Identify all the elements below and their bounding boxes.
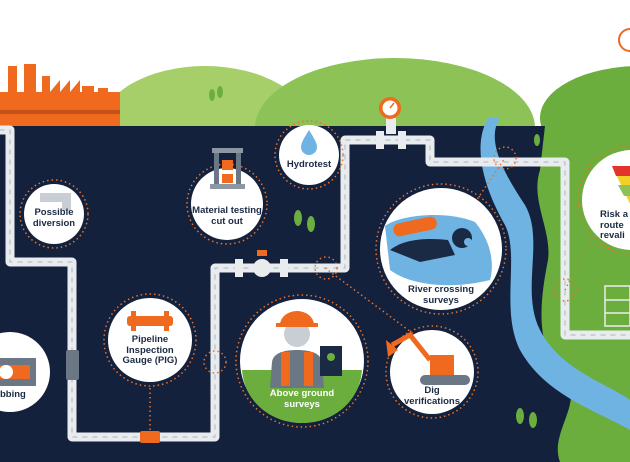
pipe-sample-icon [0,358,36,386]
pig-icon [127,311,173,331]
label-dig-verifications: Dig verifications [404,385,460,407]
water-drop-icon [301,130,317,155]
label-river-crossing: River crossing surveys [408,284,474,306]
valve [235,250,288,277]
testing-machine-icon [210,148,245,189]
label-hydrotest: Hydrotest [286,159,332,170]
diver-icon [385,215,492,286]
surveyor-icon [242,311,362,423]
label-above-ground: Above ground surveys [269,388,335,410]
diversion-pipe-icon [40,193,71,211]
excavator-icon [386,331,470,385]
label-pig: Pipeline Inspection Gauge (PIG) [122,334,178,366]
river [480,118,630,430]
label-risk-route: Risk a route revali [600,209,628,241]
label-material-testing: Material testing cut out [192,205,262,227]
pig-in-pipe [140,431,160,443]
label-possible-diversion: Possible diversion [32,207,76,229]
pipeline [0,125,630,442]
label-bbing: bbing [0,389,26,400]
factory-icon [0,64,120,126]
logo-icon [618,28,630,52]
risk-gauge-icon [612,166,630,204]
pressure-gauge-icon [376,97,406,149]
pipe-coupling [66,350,79,380]
tree-icon [209,72,610,428]
storage-tank-icon [604,285,630,327]
